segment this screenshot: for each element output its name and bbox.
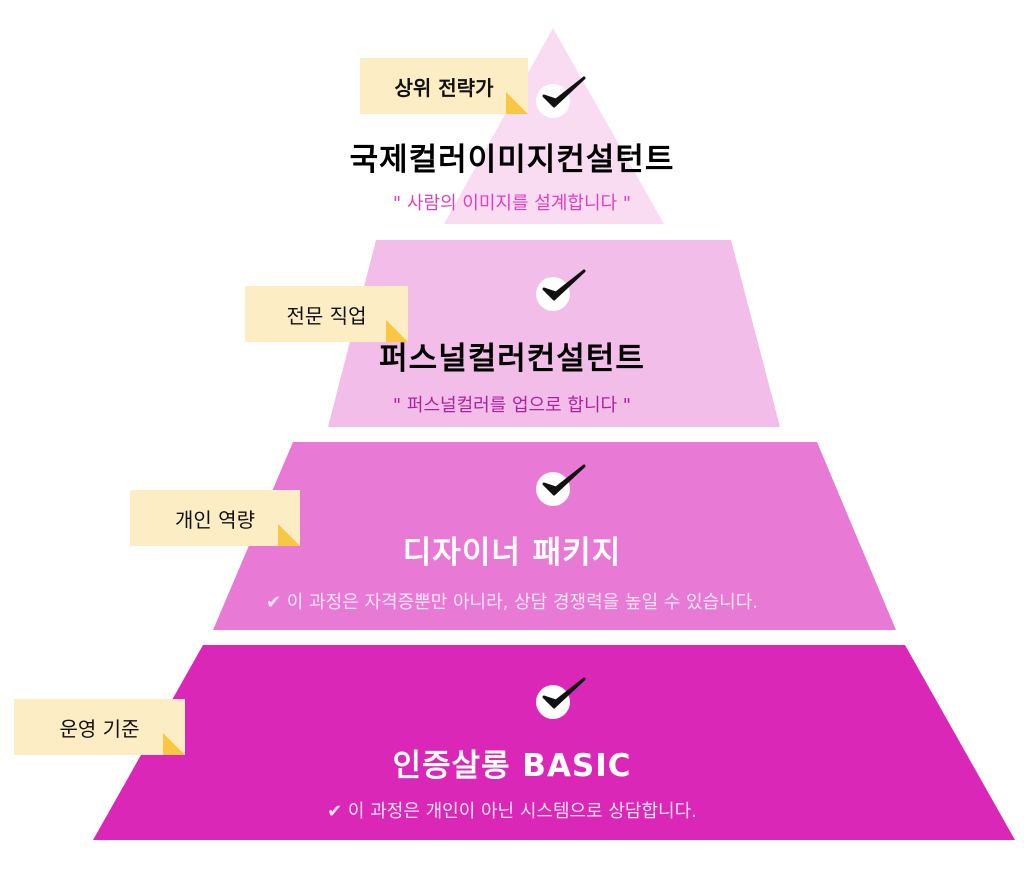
tier-3-title: 디자이너 패키지 (402, 535, 622, 571)
tier-1-tag: 상위 전략가 (360, 58, 528, 114)
check-icon (536, 76, 586, 118)
tag-fold-icon (386, 320, 408, 342)
tier-1-subtitle: " 사람의 이미지를 설계합니다 " (392, 193, 632, 214)
tier-2-tag: 전문 직업 (245, 286, 408, 342)
check-icon (536, 677, 586, 719)
tier-1-shape (444, 28, 664, 224)
tier-1-title: 국제컬러이미지컨설턴트 (349, 142, 675, 178)
check-icon (536, 269, 586, 311)
tier-2-subtitle: " 퍼스널컬러를 업으로 합니다 " (392, 395, 632, 416)
tag-fold-icon (278, 524, 300, 546)
tier-3-subtitle: ✔ 이 과정은 자격증뿐만 아니라, 상담 경쟁력을 높일 수 있습니다. (265, 592, 759, 613)
tier-3-tag: 개인 역량 (130, 490, 300, 546)
tag-fold-icon (506, 92, 528, 114)
tier-4-shape (93, 645, 1015, 840)
tag-label: 운영 기준 (59, 716, 140, 741)
tag-label: 상위 전략가 (394, 75, 494, 100)
tier-3-shape (213, 442, 896, 630)
check-icon (536, 464, 586, 506)
tag-fold-icon (163, 733, 185, 755)
tag-label: 개인 역량 (175, 507, 255, 532)
tier-2-title: 퍼스널컬러컨설턴트 (379, 341, 645, 377)
tag-label: 전문 직업 (286, 303, 367, 328)
tier-4-subtitle: ✔ 이 과정은 개인이 아닌 시스템으로 상담합니다. (327, 801, 697, 822)
tier-4-title: 인증살롱 BASIC (392, 748, 632, 784)
tier-2-shape (328, 240, 780, 427)
tier-4-tag: 운영 기준 (14, 699, 185, 755)
